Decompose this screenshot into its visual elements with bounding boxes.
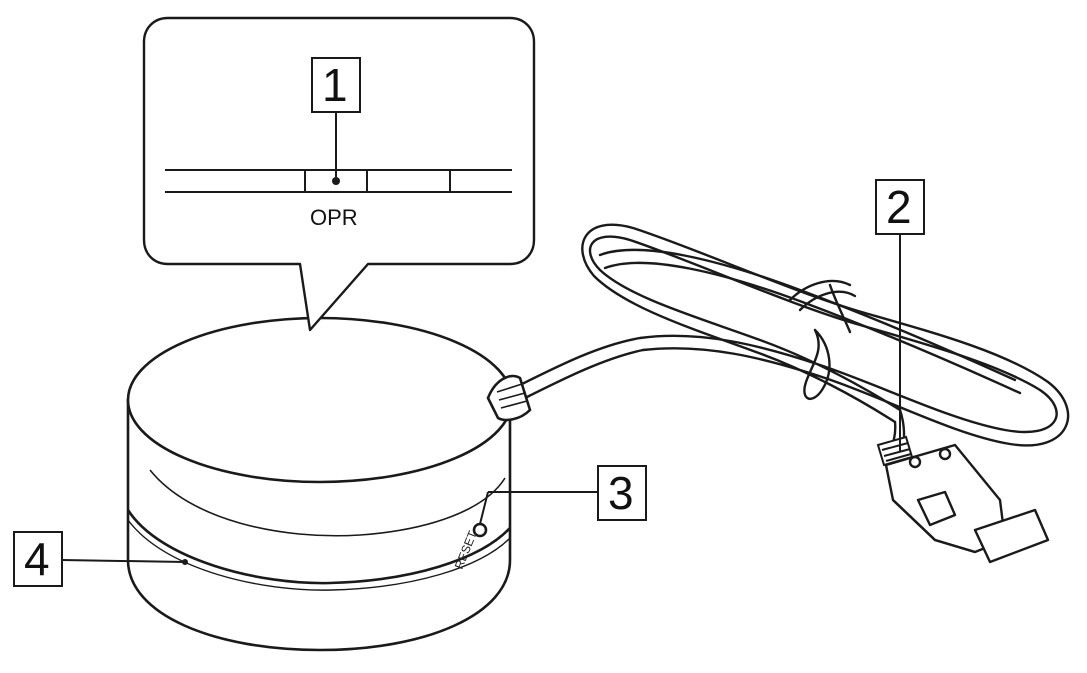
callout-3-number: 3 — [608, 467, 634, 519]
puck-device — [126, 316, 532, 652]
callout-3: 3 — [479, 465, 647, 525]
inset-magnifier: OPR — [142, 16, 536, 332]
usb-plug — [884, 443, 1050, 564]
callout-2-number: 2 — [886, 181, 912, 233]
opr-indicator-lamp — [332, 177, 340, 185]
callout-1: 1 — [311, 57, 361, 177]
callout-2: 2 — [875, 179, 925, 452]
opr-label: OPR — [310, 205, 358, 230]
callout-4: 4 — [13, 531, 186, 587]
callout-4-number: 4 — [24, 533, 50, 585]
usb-cable — [518, 223, 1070, 452]
callout-1-number: 1 — [322, 59, 348, 111]
